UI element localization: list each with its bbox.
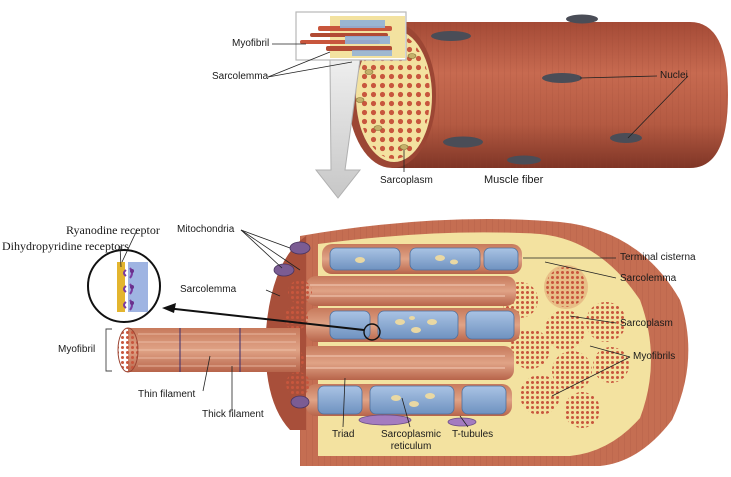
label-nuclei: Nuclei <box>660 70 688 81</box>
label-myofibril-left: Myofibril <box>58 344 96 355</box>
myofibril-blocks <box>300 244 522 427</box>
label-t-tubules: T-tubules <box>452 429 494 440</box>
nucleus-shapes <box>431 14 642 165</box>
myofibril-circles <box>502 265 629 428</box>
cross-section-block <box>117 219 689 466</box>
label-sarcoplasm-right: Sarcoplasm <box>620 318 673 329</box>
label-sarcoplasmic-line1: Sarcoplasmic <box>380 429 442 440</box>
label-muscle-fiber: Muscle fiber <box>484 174 544 186</box>
label-sarcolemma-top: Sarcolemma <box>212 71 269 82</box>
zoom-arrow <box>314 59 362 199</box>
label-sarcoplasmic-reticulum: Sarcoplasmic reticulum <box>375 429 447 453</box>
label-myofibril-top: Myofibril <box>232 38 270 49</box>
receptor-inset <box>87 249 365 331</box>
label-dihydropyridine-receptors: Dihydropyridine receptors <box>2 239 129 253</box>
label-terminal-cisterna: Terminal cisterna <box>620 252 696 263</box>
myofibril-rod <box>117 327 300 373</box>
label-triad: Triad <box>332 429 355 440</box>
label-mitochondria: Mitochondria <box>177 224 235 235</box>
bottom-leader-lines <box>119 229 631 428</box>
label-sarcoplasmic-line2: reticulum <box>390 441 432 452</box>
label-ryanodine-receptor: Ryanodine receptor <box>66 223 160 237</box>
label-sarcolemma-left: Sarcolemma <box>180 284 237 295</box>
label-thin-filament: Thin filament <box>138 389 196 400</box>
myofibril-bundle-top <box>295 11 407 61</box>
muscle-fiber-cylinder <box>295 11 728 199</box>
label-sarcoplasm-top: Sarcoplasm <box>380 175 433 186</box>
label-myofibrils: Myofibrils <box>633 351 676 362</box>
top-leader-lines <box>267 43 689 172</box>
label-sarcolemma-right: Sarcolemma <box>620 273 677 284</box>
label-thick-filament: Thick filament <box>202 409 264 420</box>
